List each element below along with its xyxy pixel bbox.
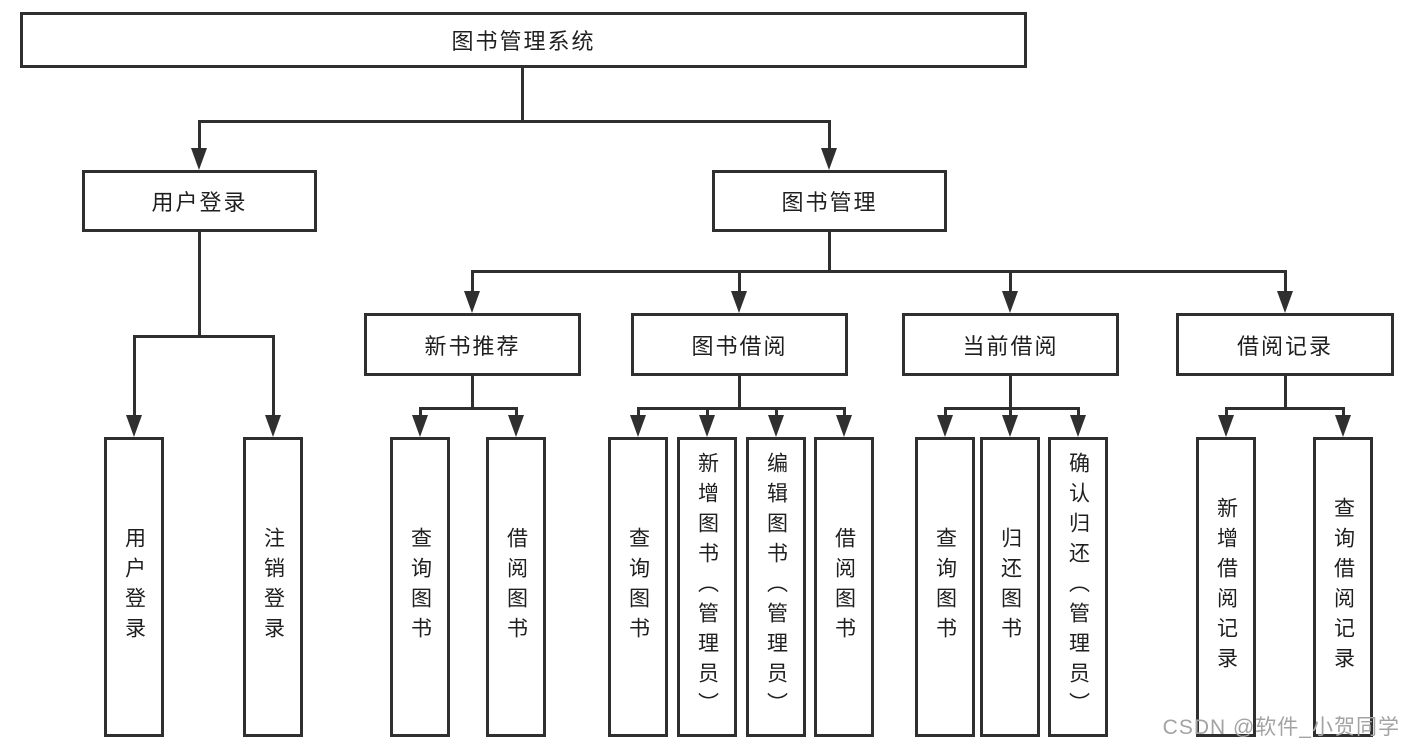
- leaf-borrow-query-book: 查询图书: [608, 437, 668, 737]
- leaf-current-query-book: 查询图书: [915, 437, 975, 737]
- connector: [637, 407, 640, 419]
- leaf-user-login: 用户登录: [104, 437, 164, 737]
- node-current-borrow: 当前借阅: [902, 313, 1119, 376]
- connector: [944, 407, 947, 419]
- connector: [1009, 407, 1012, 419]
- connector: [471, 376, 474, 409]
- leaf-return-book: 归还图书: [980, 437, 1040, 737]
- connector: [419, 407, 422, 419]
- leaf-query-borrow-record-label: 查询借阅记录: [1331, 497, 1355, 677]
- leaf-user-login-label: 用户登录: [122, 527, 146, 647]
- connector: [843, 407, 846, 419]
- connector: [133, 335, 136, 419]
- connector: [637, 407, 846, 410]
- arrow-down-icon: [836, 415, 852, 437]
- connector: [515, 407, 518, 419]
- arrow-down-icon: [1335, 415, 1351, 437]
- arrow-down-icon: [1002, 291, 1018, 313]
- connector: [944, 407, 1080, 410]
- leaf-recommend-query-book-label: 查询图书: [408, 527, 432, 647]
- connector: [521, 68, 524, 122]
- connector: [198, 232, 201, 337]
- leaf-recommend-borrow-book-label: 借阅图书: [504, 527, 528, 647]
- leaf-confirm-return-admin-label: 确认归还（管理员）: [1066, 452, 1090, 722]
- arrow-down-icon: [768, 415, 784, 437]
- connector: [738, 376, 741, 409]
- node-root-label: 图书管理系统: [451, 29, 596, 54]
- leaf-logout: 注销登录: [243, 437, 303, 737]
- leaf-add-book-admin-label: 新增图书（管理员）: [695, 452, 719, 722]
- connector: [1284, 270, 1287, 296]
- connector: [706, 407, 709, 419]
- node-user-login: 用户登录: [82, 170, 317, 232]
- connector: [419, 407, 518, 410]
- arrow-down-icon: [126, 415, 142, 437]
- connector: [1225, 407, 1344, 410]
- node-user-login-label: 用户登录: [151, 190, 248, 215]
- node-book-borrow-label: 图书借阅: [691, 333, 788, 359]
- leaf-logout-label: 注销登录: [261, 527, 285, 647]
- arrow-down-icon: [699, 415, 715, 437]
- connector: [1225, 407, 1228, 419]
- node-borrow-records-label: 借阅记录: [1236, 333, 1333, 359]
- leaf-borrow-query-book-label: 查询图书: [626, 527, 650, 647]
- leaf-edit-book-admin-label: 编辑图书（管理员）: [764, 452, 788, 722]
- connector: [1342, 407, 1345, 419]
- connector: [775, 407, 778, 419]
- node-book-management: 图书管理: [712, 170, 947, 232]
- node-book-management-label: 图书管理: [781, 190, 878, 215]
- arrow-down-icon: [1218, 415, 1234, 437]
- connector: [198, 120, 201, 152]
- leaf-borrow-book: 借阅图书: [814, 437, 874, 737]
- connector: [828, 120, 831, 152]
- arrow-down-icon: [508, 415, 524, 437]
- arrow-down-icon: [412, 415, 428, 437]
- arrow-down-icon: [937, 415, 953, 437]
- connector: [198, 120, 831, 123]
- leaf-return-book-label: 归还图书: [998, 527, 1022, 647]
- leaf-recommend-query-book: 查询图书: [390, 437, 450, 737]
- arrow-down-icon: [1070, 415, 1086, 437]
- connector: [1077, 407, 1080, 419]
- arrow-down-icon: [1002, 415, 1018, 437]
- connector: [133, 335, 275, 338]
- connector: [1284, 376, 1287, 409]
- connector: [471, 270, 474, 296]
- leaf-borrow-book-label: 借阅图书: [832, 527, 856, 647]
- leaf-add-borrow-record: 新增借阅记录: [1196, 437, 1256, 737]
- arrow-down-icon: [191, 148, 207, 170]
- node-new-book-recommend-label: 新书推荐: [424, 333, 521, 359]
- node-current-borrow-label: 当前借阅: [962, 333, 1059, 359]
- connector: [738, 270, 741, 296]
- connector: [1009, 376, 1012, 409]
- leaf-recommend-borrow-book: 借阅图书: [486, 437, 546, 737]
- leaf-confirm-return-admin: 确认归还（管理员）: [1048, 437, 1108, 737]
- node-root: 图书管理系统: [20, 12, 1027, 68]
- node-book-borrow: 图书借阅: [631, 313, 848, 376]
- csdn-watermark: CSDN @软件_小贺同学: [1162, 716, 1400, 739]
- arrow-down-icon: [265, 415, 281, 437]
- connector: [471, 270, 1287, 273]
- leaf-current-query-book-label: 查询图书: [933, 527, 957, 647]
- connector: [1009, 270, 1012, 296]
- arrow-down-icon: [1277, 291, 1293, 313]
- arrow-down-icon: [821, 148, 837, 170]
- connector: [828, 232, 831, 272]
- leaf-add-book-admin: 新增图书（管理员）: [677, 437, 737, 737]
- node-borrow-records: 借阅记录: [1176, 313, 1394, 376]
- connector: [272, 335, 275, 419]
- node-new-book-recommend: 新书推荐: [364, 313, 581, 376]
- leaf-add-borrow-record-label: 新增借阅记录: [1214, 497, 1238, 677]
- arrow-down-icon: [464, 291, 480, 313]
- leaf-query-borrow-record: 查询借阅记录: [1313, 437, 1373, 737]
- arrow-down-icon: [630, 415, 646, 437]
- leaf-edit-book-admin: 编辑图书（管理员）: [746, 437, 806, 737]
- arrow-down-icon: [731, 291, 747, 313]
